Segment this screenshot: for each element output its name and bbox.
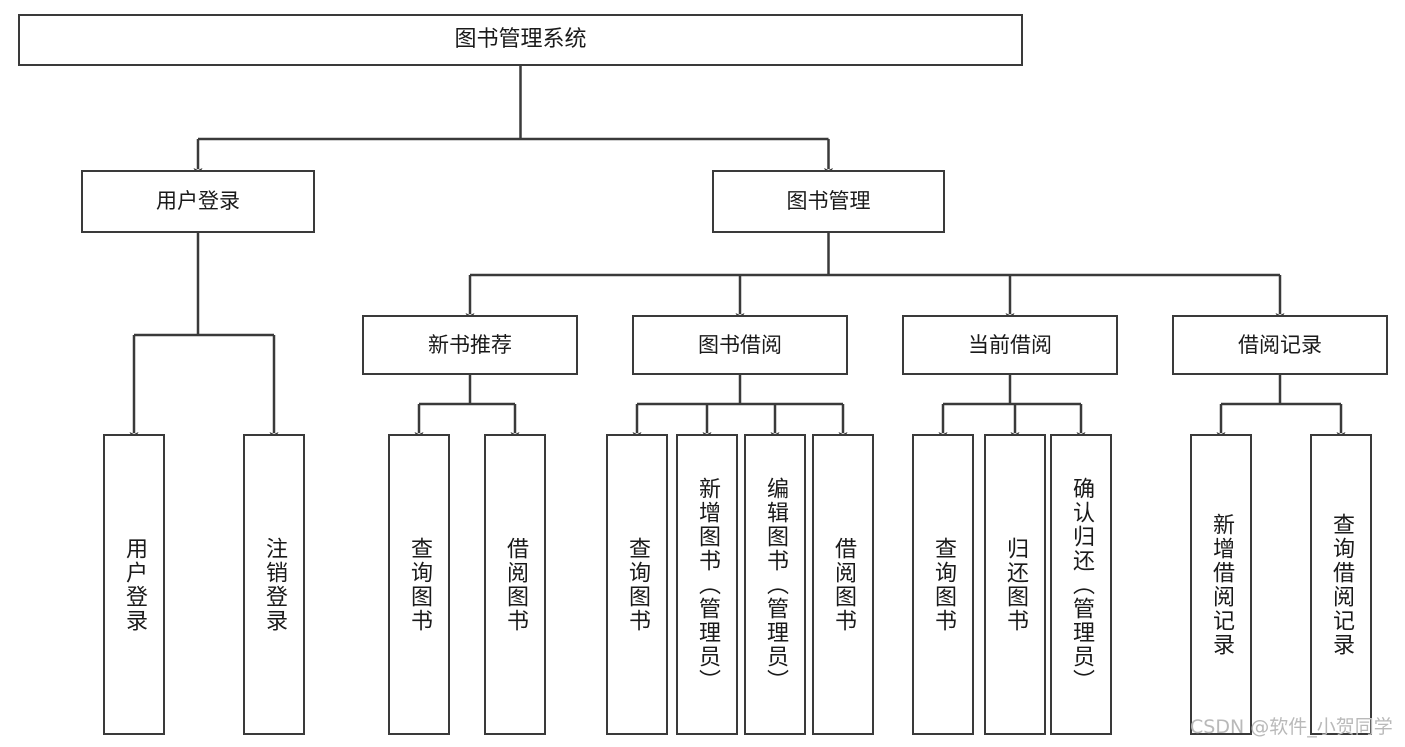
leaf-borrow-book-recommend[interactable]: 借阅图书 [484, 434, 546, 735]
node-label: 图书借阅 [698, 332, 782, 357]
node-label: 用户登录 [156, 189, 240, 214]
connector-lines [129, 66, 1346, 441]
node-label: 新书推荐 [428, 332, 512, 357]
node-label: 新增图书（管理员） [695, 476, 720, 693]
node-book-borrow[interactable]: 图书借阅 [632, 315, 848, 375]
leaf-query-book-recommend[interactable]: 查询图书 [388, 434, 450, 735]
node-label: 注销登录 [262, 536, 287, 633]
node-label: 确认归还（管理员） [1069, 476, 1094, 693]
node-new-book-recommend[interactable]: 新书推荐 [362, 315, 578, 375]
node-label: 查询图书 [625, 536, 650, 633]
node-label: 编辑图书（管理员） [763, 476, 788, 693]
node-label: 用户登录 [122, 536, 147, 633]
watermark: CSDN @软件_小贺同学 [1190, 716, 1393, 738]
node-label: 借阅记录 [1238, 332, 1322, 357]
node-label: 查询图书 [407, 536, 432, 633]
node-borrow-record[interactable]: 借阅记录 [1172, 315, 1388, 375]
node-label: 新增借阅记录 [1209, 512, 1234, 657]
node-label: 查询借阅记录 [1329, 512, 1354, 657]
leaf-query-book-current[interactable]: 查询图书 [912, 434, 974, 735]
leaf-return-book[interactable]: 归还图书 [984, 434, 1046, 735]
node-user-login[interactable]: 用户登录 [81, 170, 315, 233]
node-root[interactable]: 图书管理系统 [18, 14, 1023, 66]
leaf-edit-book-admin[interactable]: 编辑图书（管理员） [744, 434, 806, 735]
node-label: 归还图书 [1003, 536, 1028, 633]
leaf-query-book-borrow[interactable]: 查询图书 [606, 434, 668, 735]
leaf-borrow-book[interactable]: 借阅图书 [812, 434, 874, 735]
leaf-query-borrow-record[interactable]: 查询借阅记录 [1310, 434, 1372, 735]
node-label: 图书管理系统 [454, 27, 587, 53]
node-label: 借阅图书 [831, 536, 856, 633]
leaf-confirm-return-admin[interactable]: 确认归还（管理员） [1050, 434, 1112, 735]
leaf-add-borrow-record[interactable]: 新增借阅记录 [1190, 434, 1252, 735]
leaf-user-login[interactable]: 用户登录 [103, 434, 165, 735]
node-label: 查询图书 [931, 536, 956, 633]
leaf-logout[interactable]: 注销登录 [243, 434, 305, 735]
node-label: 图书管理 [786, 189, 871, 214]
leaf-add-book-admin[interactable]: 新增图书（管理员） [676, 434, 738, 735]
node-label: 当前借阅 [968, 332, 1052, 357]
node-current-borrow[interactable]: 当前借阅 [902, 315, 1118, 375]
node-book-management[interactable]: 图书管理 [712, 170, 945, 233]
node-label: 借阅图书 [503, 536, 528, 633]
